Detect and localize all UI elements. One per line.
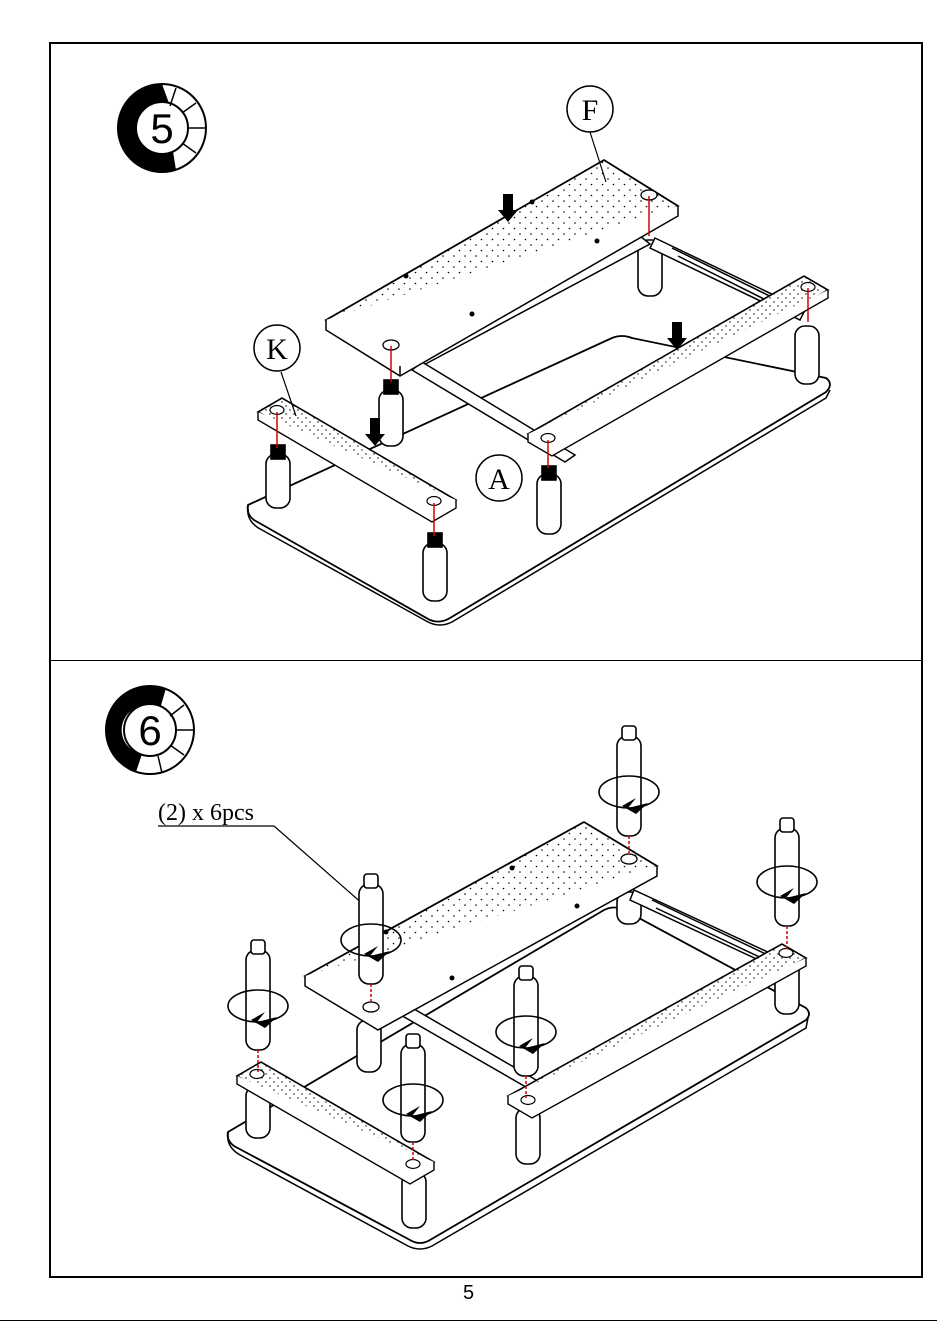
bottom-rule xyxy=(0,1320,937,1321)
svg-text:A: A xyxy=(488,463,510,496)
step-5-number: 5 xyxy=(150,105,173,152)
svg-text:K: K xyxy=(266,333,288,366)
hardware-quantity-label: (2) x 6pcs xyxy=(158,800,254,826)
step-6: 6 (2) x 6pcs xyxy=(106,686,817,1249)
part-label-a: A xyxy=(476,455,522,501)
step-6-number: 6 xyxy=(138,707,161,754)
svg-text:F: F xyxy=(582,94,599,127)
page-number: 5 xyxy=(0,1282,937,1305)
step-5: 5 xyxy=(118,84,830,625)
step-progress-icon: 5 xyxy=(118,84,206,172)
step-progress-icon: 6 xyxy=(106,686,194,774)
hardware-callout: (2) x 6pcs xyxy=(158,800,372,912)
